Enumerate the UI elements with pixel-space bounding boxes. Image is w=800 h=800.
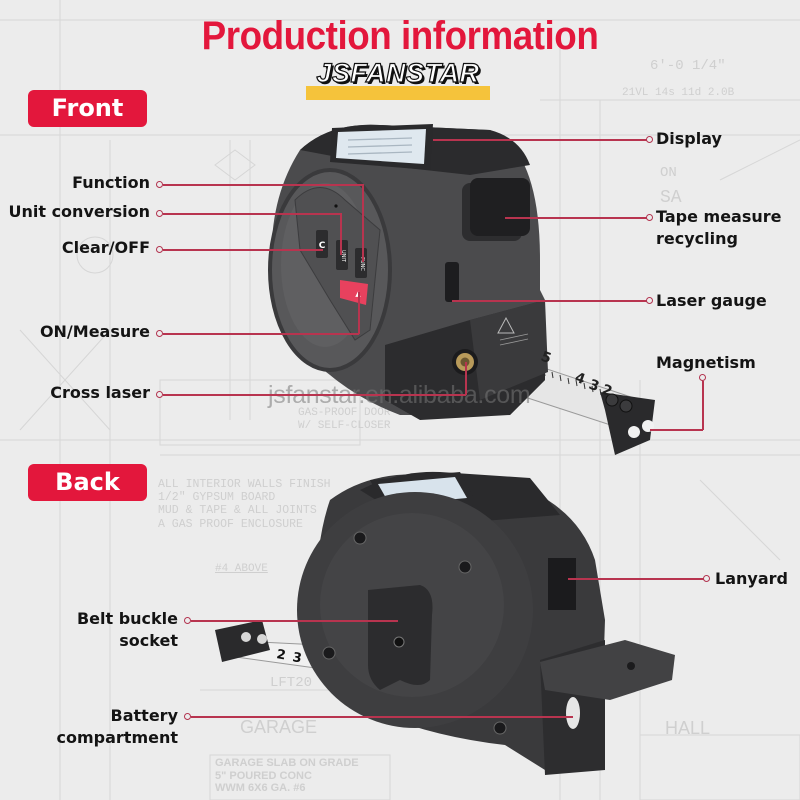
callout-dot-belt-buckle — [184, 617, 191, 624]
callout-unit-conversion: Unit conversion — [8, 202, 150, 221]
unit-conversion-button — [336, 240, 348, 270]
callout-dot-on-measure — [156, 330, 163, 337]
callout-tape-recycling-line1: Tape measure — [656, 207, 782, 226]
callout-dot-cross-laser — [156, 391, 163, 398]
svg-text:2: 2 — [275, 647, 287, 663]
callout-function: Function — [72, 173, 150, 192]
laser-target-flap — [540, 640, 675, 700]
callout-battery-line1: Battery — [110, 706, 178, 725]
leader-magnetism — [650, 429, 703, 431]
clear-off-button — [316, 230, 328, 258]
leader-function — [163, 184, 363, 186]
callout-lanyard: Lanyard — [715, 569, 788, 588]
svg-text:3: 3 — [291, 650, 303, 666]
callout-battery-line2: compartment — [56, 728, 179, 747]
leader-clear-off — [163, 249, 323, 251]
callout-dot-lanyard — [703, 575, 710, 582]
callout-belt-buckle-line2: socket — [119, 631, 178, 650]
svg-text:UNIT: UNIT — [340, 250, 346, 263]
callout-dot-clear-off — [156, 246, 163, 253]
on-measure-button — [340, 280, 368, 305]
leader-magnetism-drop — [702, 381, 704, 430]
callout-dot-tape-recycling — [646, 214, 653, 221]
callout-magnetism: Magnetism — [656, 353, 756, 372]
callout-dot-magnetism — [699, 374, 706, 381]
callout-dot-unit-conversion — [156, 210, 163, 217]
callout-tape-recycling-line2: recycling — [656, 229, 738, 248]
back-tape-blade: 2 3 — [215, 620, 331, 671]
watermark: jsfanstar.en.alibaba.com — [268, 381, 531, 409]
svg-text:FUNC: FUNC — [359, 257, 365, 271]
callout-display: Display — [656, 129, 722, 148]
callout-laser-gauge: Laser gauge — [656, 291, 767, 310]
leader-laser-gauge — [452, 300, 647, 302]
callout-dot-display — [646, 136, 653, 143]
leader-tape-recycling — [505, 217, 647, 219]
leader-battery — [191, 716, 573, 718]
brand-logo: JSFANSTAR — [298, 56, 498, 100]
callout-dot-battery — [184, 713, 191, 720]
leader-lanyard — [568, 578, 704, 580]
leader-display — [433, 139, 647, 141]
callout-on-measure: ON/Measure — [39, 322, 150, 341]
brand-highlight-bar — [306, 86, 490, 100]
leader-belt-buckle — [191, 620, 398, 622]
callout-belt-buckle-line1: Belt buckle — [76, 609, 178, 628]
callout-cross-laser: Cross laser — [50, 383, 150, 402]
lanyard-slot — [548, 558, 576, 610]
callout-clear-off: Clear/OFF — [61, 238, 150, 257]
brand-name: JSFANSTAR — [316, 57, 480, 88]
leader-on-measure — [163, 333, 359, 335]
function-button — [355, 248, 367, 278]
leader-function-drop — [362, 184, 364, 262]
leader-cross-laser — [163, 394, 466, 396]
laser-gauge-slot — [445, 262, 459, 302]
leader-cross-laser-rise — [465, 362, 467, 395]
callout-dot-function — [156, 181, 163, 188]
svg-text:C: C — [319, 241, 326, 251]
leader-unit-conversion — [163, 213, 341, 215]
page-title: Production information — [201, 14, 599, 58]
front-section-badge: Front — [28, 90, 147, 127]
back-section-badge: Back — [28, 464, 147, 501]
leader-on-measure-rise — [358, 292, 360, 334]
callout-dot-laser-gauge — [646, 297, 653, 304]
leader-unit-conversion-drop — [340, 213, 342, 255]
